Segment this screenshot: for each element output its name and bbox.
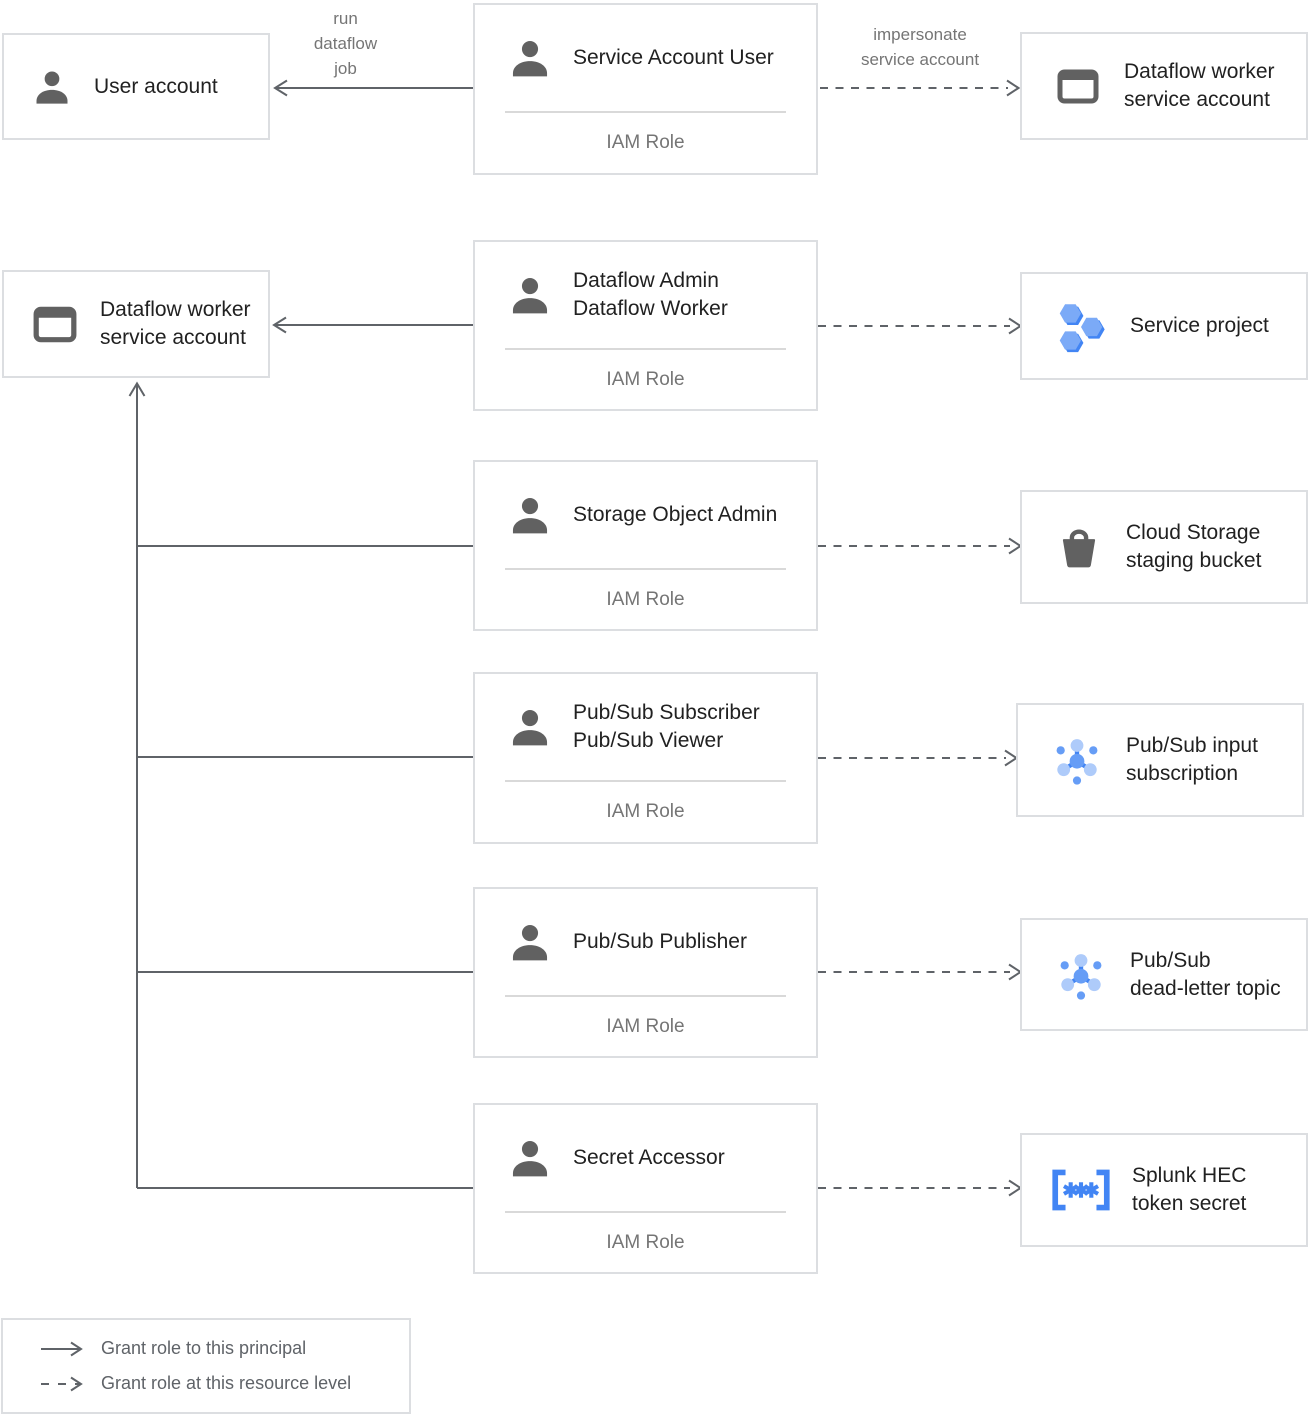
role-title: Secret Accessor	[573, 1144, 725, 1172]
iam-role-label: IAM Role	[606, 368, 685, 390]
role-box-service-account-user: Service Account User IAM Role	[473, 3, 818, 175]
role-title: Dataflow Admin Dataflow Worker	[573, 267, 728, 323]
iam-role-label: IAM Role	[606, 588, 685, 610]
role-title-line: Pub/Sub Subscriber	[573, 701, 760, 724]
box-dataflow-worker-service-account-left: Dataflow worker service account	[2, 270, 270, 378]
iam-role-label: IAM Role	[606, 801, 685, 822]
edge-label-line: impersonate	[873, 25, 967, 44]
box-pubsub-dead-letter-topic: Pub/Sub dead-letter topic	[1020, 918, 1308, 1031]
edge-label-line: service account	[860, 50, 980, 69]
user-icon	[32, 67, 72, 107]
legend: Grant role to this principal Grant role …	[1, 1318, 411, 1414]
box-title-line: subscription	[1126, 762, 1239, 785]
box-cloud-storage-staging-bucket: Cloud Storage staging bucket	[1020, 490, 1308, 604]
box-title-line: dead-letter topic	[1130, 976, 1281, 1000]
divider	[505, 348, 786, 350]
edge-grant-dataflow-roles	[272, 316, 473, 334]
pubsub-icon	[1052, 946, 1110, 1004]
divider	[505, 568, 786, 570]
box-title: Dataflow worker service account	[100, 296, 251, 352]
box-title: Pub/Sub input subscription	[1126, 732, 1258, 788]
legend-item-dashed: Grant role at this resource level	[39, 1373, 409, 1394]
iam-role-label: IAM Role	[606, 1015, 685, 1037]
box-title-line: service account	[1124, 88, 1270, 111]
role-title-line: Secret Accessor	[573, 1146, 725, 1169]
box-title-line: staging bucket	[1126, 549, 1262, 572]
box-title-line: User account	[94, 74, 218, 98]
legend-label: Grant role to this principal	[101, 1338, 307, 1358]
box-title: Dataflow worker service account	[1124, 58, 1275, 114]
box-service-project: Service project	[1020, 272, 1308, 380]
role-title-line: Pub/Sub Viewer	[573, 729, 724, 752]
edge-run-dataflow-job	[273, 79, 473, 97]
box-splunk-hec-token-secret: Splunk HEC token secret	[1020, 1133, 1308, 1247]
person-icon	[508, 36, 552, 80]
legend-label: Grant role at this resource level	[101, 1373, 352, 1393]
edge-label-run-dataflow-job: run dataflow job	[283, 6, 408, 81]
divider	[505, 995, 786, 997]
box-title: Pub/Sub dead-letter topic	[1130, 947, 1281, 1003]
role-box-pubsub-subscriber-viewer: Pub/Sub Subscriber Pub/Sub Viewer IAM Ro…	[473, 672, 818, 844]
secret-icon	[1048, 1167, 1114, 1213]
person-icon	[508, 920, 552, 964]
person-icon	[508, 1136, 552, 1180]
box-title-line: Pub/Sub	[1130, 948, 1211, 972]
pubsub-icon	[1048, 731, 1106, 789]
person-icon	[508, 273, 552, 317]
person-icon	[508, 493, 552, 537]
box-pubsub-input-subscription: Pub/Sub input subscription	[1016, 703, 1304, 817]
edge-label-line: job	[334, 59, 357, 78]
iam-role-label: IAM Role	[606, 132, 685, 153]
bucket-icon	[1056, 524, 1102, 570]
divider	[505, 780, 786, 782]
box-title-line: token secret	[1132, 1192, 1247, 1215]
box-title-line: Service project	[1130, 314, 1269, 337]
box-title-line: service account	[100, 326, 246, 349]
edge-label-line: dataflow	[313, 34, 378, 53]
legend-item-solid: Grant role to this principal	[39, 1338, 409, 1359]
role-title-line: Service Account User	[573, 46, 774, 69]
role-title-line: Dataflow Worker	[573, 297, 728, 320]
box-title: User account	[94, 73, 218, 101]
service-account-icon	[32, 303, 78, 345]
dashed-arrowheads	[1004, 79, 1023, 1197]
person-icon	[508, 705, 552, 749]
role-title: Pub/Sub Subscriber Pub/Sub Viewer	[573, 699, 760, 755]
project-icon	[1052, 297, 1110, 355]
edge-label-impersonate: impersonate service account	[816, 22, 1024, 72]
role-title: Service Account User	[573, 44, 774, 72]
role-box-secret-accessor: Secret Accessor IAM Role	[473, 1103, 818, 1274]
role-title-line: Storage Object Admin	[573, 503, 778, 526]
role-title-line: Pub/Sub Publisher	[573, 930, 747, 953]
edge-label-line: run	[333, 9, 358, 28]
box-user-account: User account	[2, 33, 270, 140]
solid-arrow-icon	[41, 1341, 83, 1356]
dashed-arrow-icon	[41, 1376, 83, 1391]
box-title: Service project	[1130, 312, 1269, 340]
box-title-line: Pub/Sub input	[1126, 734, 1258, 757]
box-dataflow-worker-service-account-right: Dataflow worker service account	[1020, 32, 1308, 140]
box-title-line: Cloud Storage	[1126, 521, 1261, 544]
role-box-storage-object-admin: Storage Object Admin IAM Role	[473, 460, 818, 631]
box-title-line: Dataflow worker	[1124, 60, 1275, 83]
divider	[505, 111, 786, 113]
divider	[505, 1211, 786, 1213]
box-title: Cloud Storage staging bucket	[1126, 519, 1261, 575]
role-title: Storage Object Admin	[573, 501, 777, 529]
role-box-pubsub-publisher: Pub/Sub Publisher IAM Role	[473, 887, 818, 1058]
role-box-dataflow-admin-worker: Dataflow Admin Dataflow Worker IAM Role	[473, 240, 818, 411]
iam-role-label: IAM Role	[606, 1231, 685, 1253]
box-title-line: Splunk HEC	[1132, 1164, 1247, 1187]
edge-grant-roles-trunk	[128, 381, 473, 1189]
role-title: Pub/Sub Publisher	[573, 928, 747, 956]
role-title-line: Dataflow Admin	[573, 269, 719, 292]
service-account-icon	[1056, 66, 1100, 106]
box-title-line: Dataflow worker	[100, 298, 251, 321]
box-title: Splunk HEC token secret	[1132, 1162, 1246, 1218]
